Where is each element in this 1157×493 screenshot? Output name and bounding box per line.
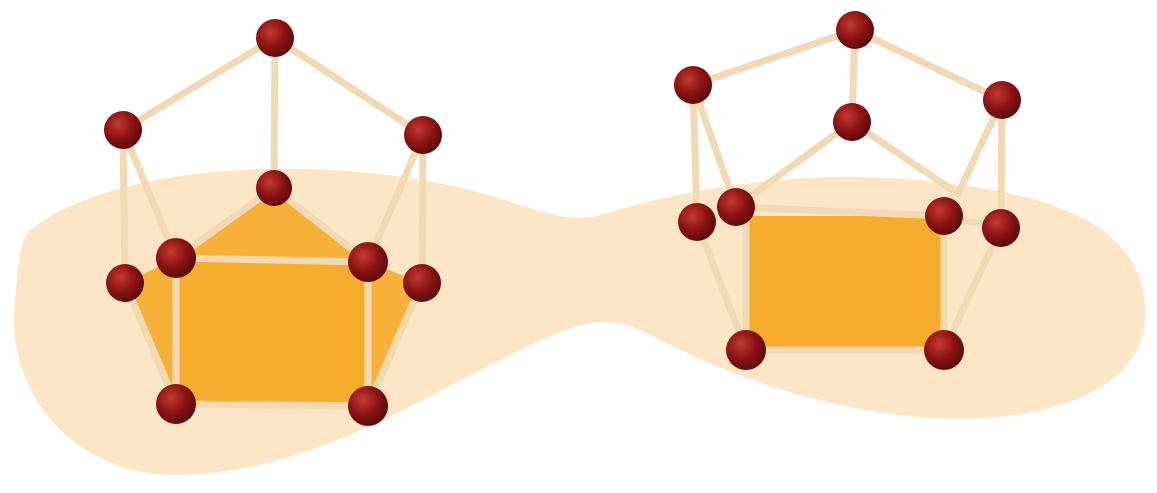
atom [348,242,388,282]
atom [156,384,196,424]
atom [404,116,442,154]
atom [833,103,871,141]
atom [674,66,712,104]
atom [678,203,716,241]
atom [256,170,292,206]
atom [106,264,144,302]
atom [925,197,963,235]
atom [982,209,1020,247]
atom [104,111,142,149]
atom [156,238,196,278]
atom [256,19,294,57]
atom [924,330,964,370]
atom [717,188,755,226]
right-front-face [746,216,944,350]
atom [726,330,766,370]
atom [348,386,388,426]
atom [836,11,874,49]
atom [983,81,1021,119]
atom [403,264,441,302]
